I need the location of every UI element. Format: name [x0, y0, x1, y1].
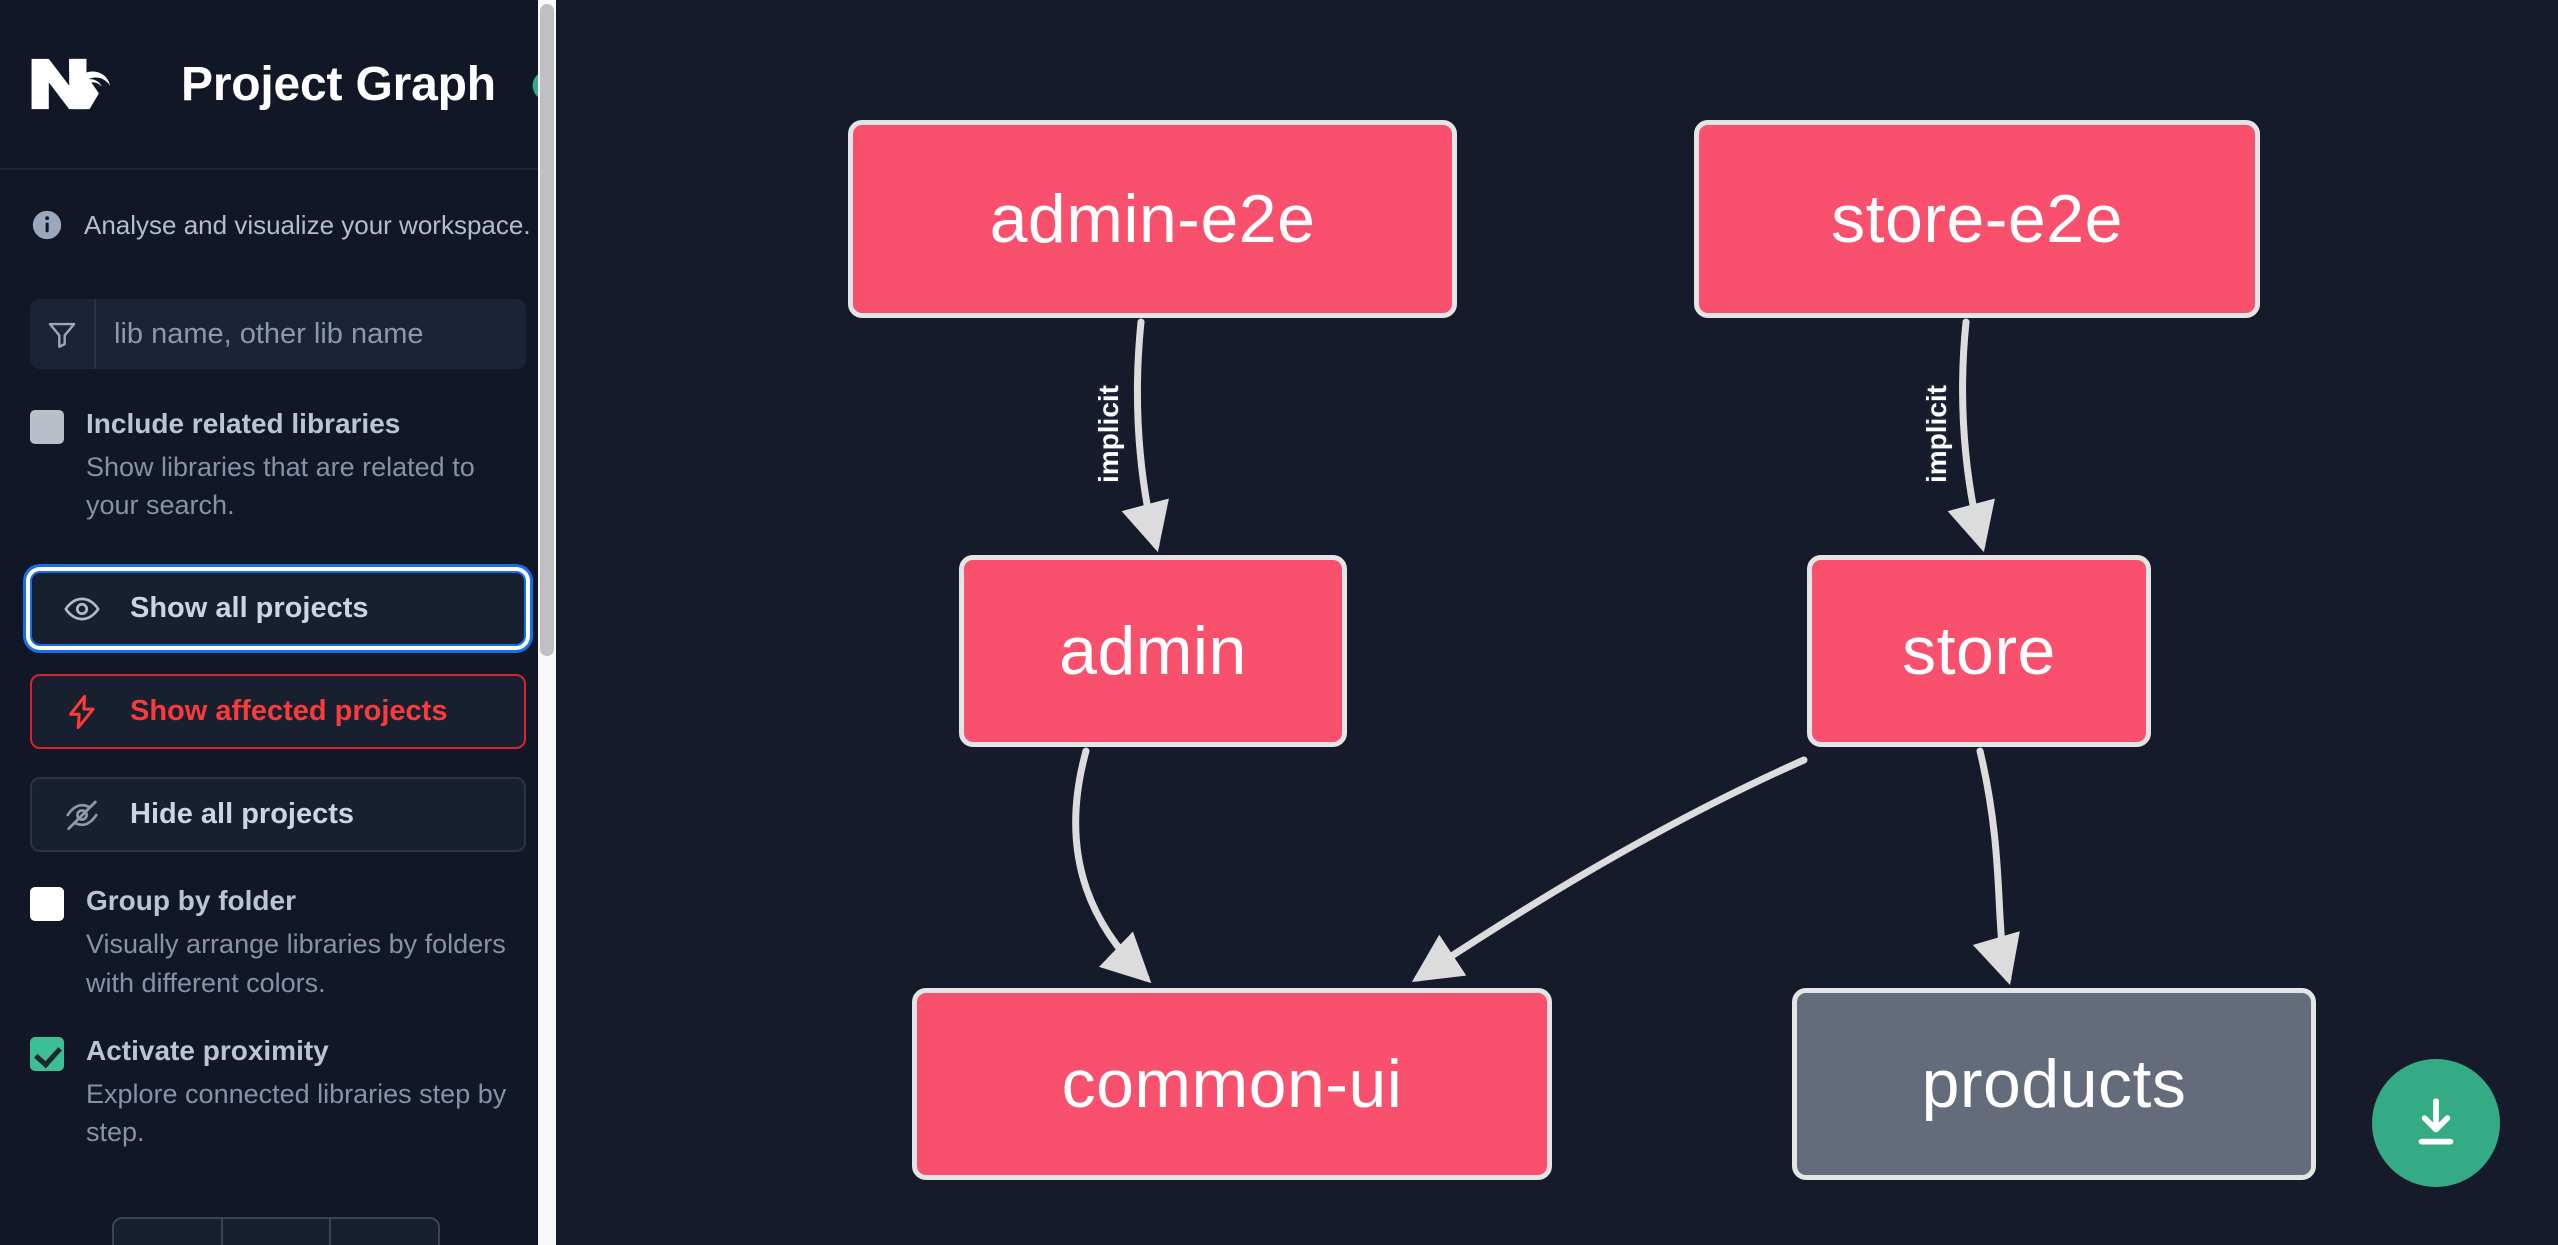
- graph-node-admin-e2e[interactable]: admin-e2e: [848, 120, 1457, 318]
- graph-canvas[interactable]: admin-e2e store-e2e admin store common-u…: [556, 0, 2558, 1245]
- checkbox-label-activate-proximity: Activate proximity: [86, 1034, 329, 1066]
- page-title: Project Graph: [181, 57, 496, 111]
- search-field[interactable]: [30, 299, 526, 369]
- checkbox-group-by-folder[interactable]: [30, 887, 64, 922]
- graph-node-label-store: store: [1902, 613, 2056, 689]
- checkbox-row-group-by-folder[interactable]: Group by folder Visually arrange librari…: [0, 882, 556, 1001]
- hide-all-projects-button[interactable]: Hide all projects: [30, 777, 526, 853]
- search-input[interactable]: [96, 299, 526, 369]
- graph-node-label-common-ui: common-ui: [1061, 1046, 1403, 1122]
- edge-store-products: [1972, 747, 2020, 986]
- show-all-projects-label: Show all projects: [130, 592, 369, 625]
- checkbox-row-include-related-libraries[interactable]: Include related libraries Show libraries…: [0, 405, 556, 524]
- graph-edges: [1072, 318, 2020, 986]
- eye-icon: [60, 590, 104, 628]
- download-icon: [2418, 1098, 2454, 1145]
- sidebar-tagline: Analyse and visualize your workspace.: [0, 170, 556, 242]
- edge-store-e2e-store: [1947, 318, 1995, 553]
- checkbox-label-include-related-libraries: Include related libraries: [86, 408, 401, 439]
- hide-all-projects-label: Hide all projects: [130, 798, 355, 831]
- sidebar: Project Graph Analyse and visualize your…: [0, 0, 556, 1245]
- proximity-stepper-group[interactable]: [112, 1217, 440, 1245]
- show-all-projects-button[interactable]: Show all projects: [30, 571, 526, 647]
- checkbox-description-include-related-libraries: Show libraries that are related to your …: [86, 451, 475, 521]
- proximity-stepper-increase[interactable]: [331, 1219, 438, 1245]
- checkbox-include-related-libraries[interactable]: [30, 410, 64, 444]
- edge-store-common-ui: [1411, 756, 1808, 983]
- checkbox-description-activate-proximity: Explore connected libraries step by step…: [86, 1078, 507, 1148]
- graph-node-common-ui[interactable]: common-ui: [912, 988, 1552, 1180]
- project-visibility-buttons: Show all projects Show affected projects: [0, 571, 556, 853]
- nx-logo: [30, 51, 124, 117]
- info-icon: [30, 208, 64, 242]
- checkbox-description-group-by-folder: Visually arrange libraries by folders wi…: [86, 929, 506, 998]
- graph-node-label-products: products: [1921, 1046, 2187, 1122]
- checkbox-row-activate-proximity[interactable]: Activate proximity Explore connected lib…: [0, 1032, 556, 1151]
- proximity-stepper-decrease[interactable]: [114, 1219, 223, 1245]
- filter-icon: [30, 299, 96, 369]
- graph-node-products[interactable]: products: [1792, 988, 2316, 1180]
- edge-admin-e2e-admin: [1121, 318, 1169, 553]
- proximity-stepper-value[interactable]: [223, 1219, 332, 1245]
- sidebar-tagline-text: Analyse and visualize your workspace.: [84, 209, 531, 240]
- graph-node-label-admin: admin: [1059, 613, 1247, 689]
- graph-node-admin[interactable]: admin: [959, 555, 1347, 747]
- sidebar-header: Project Graph: [0, 0, 556, 170]
- show-affected-projects-label: Show affected projects: [130, 695, 448, 728]
- graph-node-label-store-e2e: store-e2e: [1831, 181, 2123, 257]
- lightning-icon: [60, 693, 104, 731]
- eye-off-icon: [60, 796, 104, 834]
- edge-admin-common-ui: [1072, 747, 1152, 984]
- graph-node-store-e2e[interactable]: store-e2e: [1694, 120, 2260, 318]
- show-affected-projects-button[interactable]: Show affected projects: [30, 674, 526, 750]
- checkbox-label-group-by-folder: Group by folder: [86, 885, 296, 917]
- sidebar-scrollbar[interactable]: [538, 0, 556, 1245]
- checkbox-activate-proximity[interactable]: [30, 1036, 64, 1071]
- graph-node-store[interactable]: store: [1807, 555, 2151, 747]
- graph-node-label-admin-e2e: admin-e2e: [989, 181, 1316, 257]
- sidebar-scrollbar-thumb[interactable]: [540, 4, 554, 656]
- download-graph-button[interactable]: [2372, 1059, 2500, 1187]
